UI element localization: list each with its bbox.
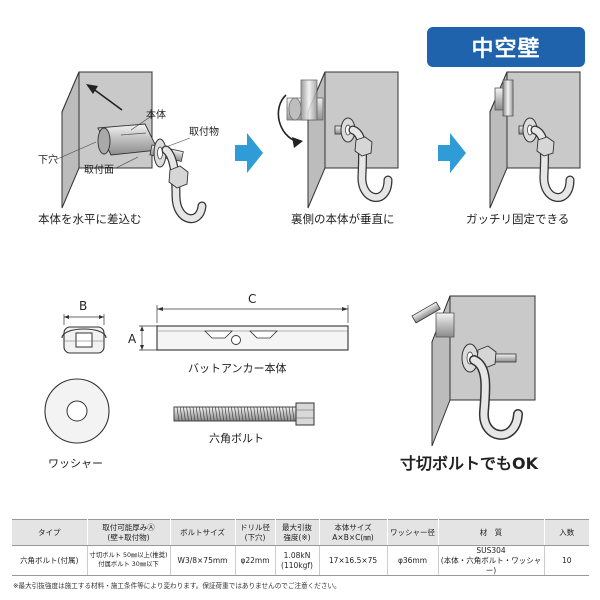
stud-bolt-example [411,295,536,447]
hollow-wall-badge: 中空壁 [427,27,585,67]
header-bolt-size: ボルトサイズ [170,519,236,546]
washer-part [44,378,110,444]
cell-bolt-size: W3/8×75mm [170,545,236,577]
cell-washer: φ36mm [387,545,439,577]
insert-direction-arrow [91,87,123,111]
header-material: 材 質 [438,519,545,546]
cell-material: SUS304(本体・六角ボルト・ワッシャー) [438,545,545,577]
step2-caption: 裏側の本体が垂直に [291,212,395,226]
anchor-end-view [61,314,107,354]
hex-nut [168,165,189,189]
cell-thickness: 寸切ボルト 50㎜以上(推奨)付属ボルト 30㎜以下 [87,545,171,577]
anchor-body-rotating [286,79,324,121]
header-washer: ワッシャー径 [387,519,439,546]
anchor-body-horizontal [97,123,159,156]
step1-illustration [54,71,207,224]
header-thickness: 取付可能厚みⒶ(壁+取付物) [87,519,171,546]
wall-side [61,71,80,209]
cell-qty: 10 [544,545,589,577]
header-max-strength: 最大引抜強度(※) [275,519,320,546]
step3-caption: ガッチリ固定できる [466,212,569,226]
dim-c-label: C [248,292,256,306]
label-hole: 下穴 [38,153,58,166]
step3-illustration [489,71,581,209]
label-body: 本体 [146,108,166,121]
cell-drill: φ22mm [235,545,276,577]
header-drill: ドリル径(下穴) [235,519,276,546]
step2-illustration [277,71,399,209]
anchor-body-label: バットアンカー本体 [188,361,287,375]
example-caption: 寸切ボルトでもOK [400,454,539,473]
anchor-side-view [139,305,349,351]
table-row: 六角ボルト(付属) 寸切ボルト 50㎜以上(推奨)付属ボルト 30㎜以下 W3/… [12,545,589,577]
hex-bolt-part [173,402,315,426]
label-surface: 取付面 [84,163,114,176]
step-arrow-2 [438,133,466,173]
cell-body-size: 17×16.5×75 [319,545,388,577]
cell-max-strength: 1.08kN(110kgf) [275,545,320,577]
washer-label: ワッシャー [48,457,103,470]
spec-table: タイプ 取付可能厚みⒶ(壁+取付物) ボルトサイズ ドリル径(下穴) 最大引抜強… [12,519,589,577]
hex-bolt-label: 六角ボルト [209,432,264,445]
insert-arrow-head [86,84,98,94]
dim-b-label: B [79,299,87,313]
label-mount: 取付物 [189,125,219,138]
header-type: タイプ [12,519,88,546]
spec-table-header: タイプ 取付可能厚みⒶ(壁+取付物) ボルトサイズ ドリル径(下穴) 最大引抜強… [12,519,589,546]
dim-a-label: A [128,332,137,346]
cell-type: 六角ボルト(付属) [12,545,88,577]
step-arrow-1 [235,133,263,173]
footnote: ※最大引抜強度は施工する材料・施工条件等により変わります。保証荷重ではありません… [13,582,341,590]
header-qty: 入数 [544,519,589,546]
step1-caption: 本体を水平に差込む [38,212,142,226]
